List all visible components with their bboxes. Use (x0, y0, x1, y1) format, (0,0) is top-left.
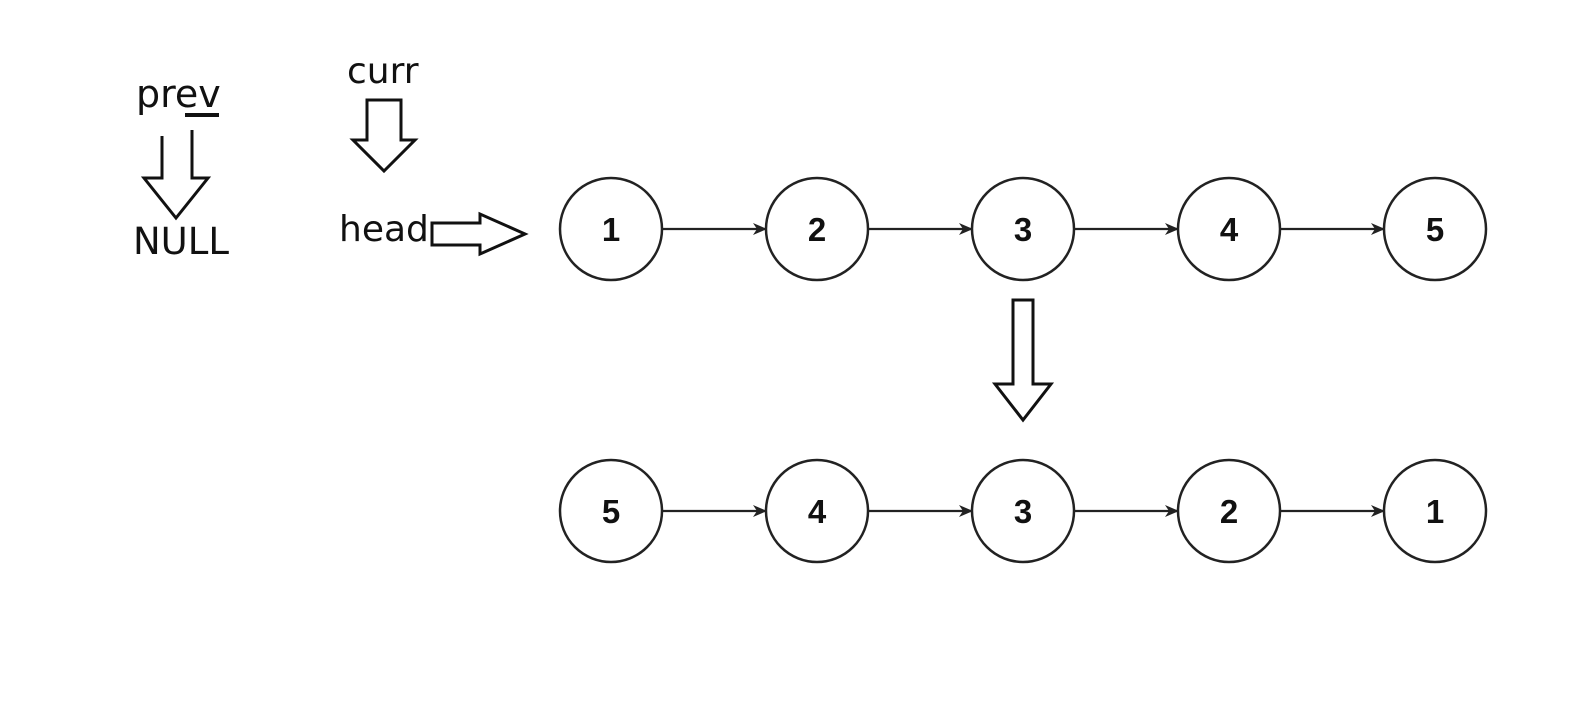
reversed-node-3: 3 (970, 458, 1076, 564)
original-node-1-value: 1 (602, 211, 620, 248)
original-node-2: 2 (764, 176, 870, 282)
reversed-node-4-value: 2 (1220, 493, 1238, 530)
prev-label: prev (136, 72, 221, 116)
reversed-node-1: 5 (558, 458, 664, 564)
original-node-3: 3 (970, 176, 1076, 282)
reversed-node-5: 1 (1382, 458, 1488, 564)
original-node-5-value: 5 (1426, 211, 1444, 248)
reversed-node-3-value: 3 (1014, 493, 1032, 530)
reversed-node-2-value: 4 (808, 493, 827, 530)
prev-down-arrow-icon (140, 130, 212, 221)
reversed-node-1-value: 5 (602, 493, 620, 530)
null-label: NULL (133, 220, 229, 263)
head-label: head (339, 209, 429, 250)
reversed-node-4: 2 (1176, 458, 1282, 564)
reversed-node-2: 4 (764, 458, 870, 564)
head-right-arrow-icon (430, 211, 529, 257)
original-node-3-value: 3 (1014, 211, 1032, 248)
curr-down-arrow-icon (349, 98, 419, 174)
transform-down-arrow-icon (991, 298, 1055, 423)
original-node-4-value: 4 (1220, 211, 1239, 248)
original-node-1: 1 (558, 176, 664, 282)
reversed-node-5-value: 1 (1426, 493, 1444, 530)
original-node-4: 4 (1176, 176, 1282, 282)
curr-label: curr (347, 51, 419, 92)
original-node-2-value: 2 (808, 211, 826, 248)
original-node-5: 5 (1382, 176, 1488, 282)
